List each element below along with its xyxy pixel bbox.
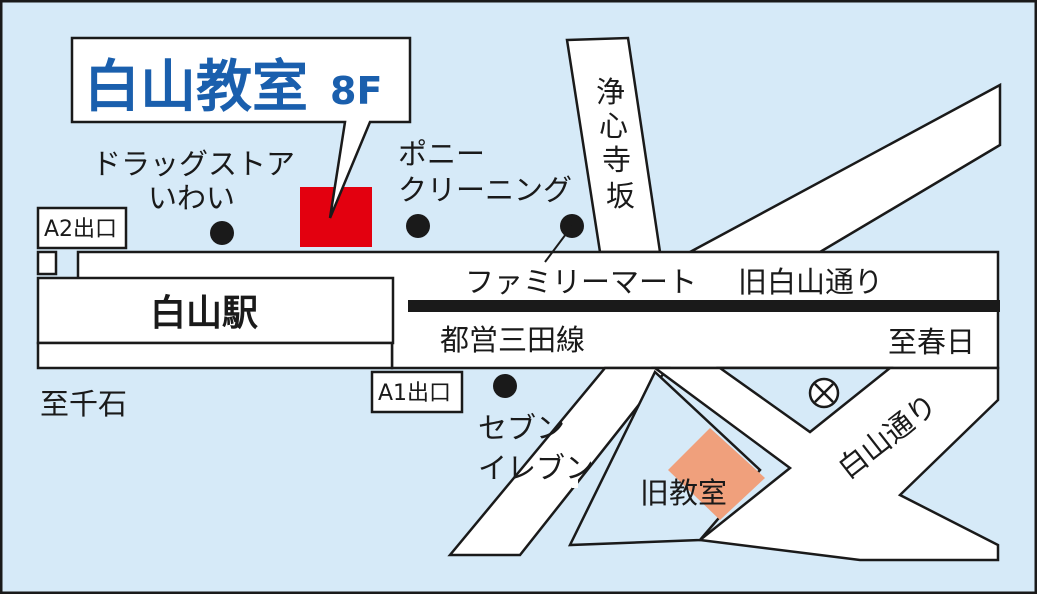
title-callout-box (70, 36, 412, 219)
exit-a2-label: A2出口 (44, 217, 117, 242)
station-label: 白山駅 (150, 293, 258, 334)
old-building (668, 428, 765, 520)
joshinji-zaka-char-4: 坂 (606, 179, 635, 213)
familymart-leader-line (544, 225, 573, 263)
exit-a1-box[interactable] (370, 370, 464, 414)
drugstore-label-line1: ドラッグストア (92, 147, 295, 181)
rail-line-label: 都営三田線 (440, 323, 585, 357)
joshinji-zaka-char-2: 心 (599, 109, 628, 143)
seven-eleven-label-line2: イレブン (478, 451, 594, 485)
to-kasuga-label: 至春日 (888, 325, 975, 359)
road-lower-left (36, 341, 394, 370)
rail-line-bar (408, 300, 1000, 312)
kyu-hakusan-dori-label: 旧白山通り (738, 265, 883, 299)
seven-eleven-marker[interactable] (493, 374, 517, 398)
exit-a2-box[interactable] (36, 206, 128, 250)
title-floor: 8F (330, 69, 382, 113)
cleaning-label-line2: クリーニング (398, 173, 572, 207)
drugstore-marker[interactable] (210, 221, 234, 245)
familymart-label: ファミリーマート (465, 265, 697, 299)
cleaning-marker[interactable] (406, 214, 430, 238)
police-box-icon-cross-b (814, 383, 834, 403)
old-classroom-label: 旧教室 (640, 476, 727, 510)
road-lower-right (651, 366, 1000, 562)
joshinji-zaka-label: 浄 心 寺 坂 (596, 75, 635, 213)
title-classroom-name: 白山教室 (84, 55, 308, 120)
drugstore-label-line2: いわい (148, 181, 235, 215)
station-block (36, 276, 395, 345)
joshinji-zaka-char-1: 浄 (596, 75, 625, 109)
traffic-island-center (716, 366, 894, 434)
joshinji-zaka-char-3: 寺 (602, 143, 631, 177)
exit-a1-label: A1出口 (378, 381, 451, 406)
cleaning-label-line1: ポニー (398, 137, 485, 171)
road-hakusan-dori-south (447, 366, 671, 557)
seven-eleven-label-line1: セブン (478, 411, 565, 445)
to-sengoku-label: 至千石 (40, 387, 127, 421)
exit-a2-small-box (36, 250, 58, 276)
